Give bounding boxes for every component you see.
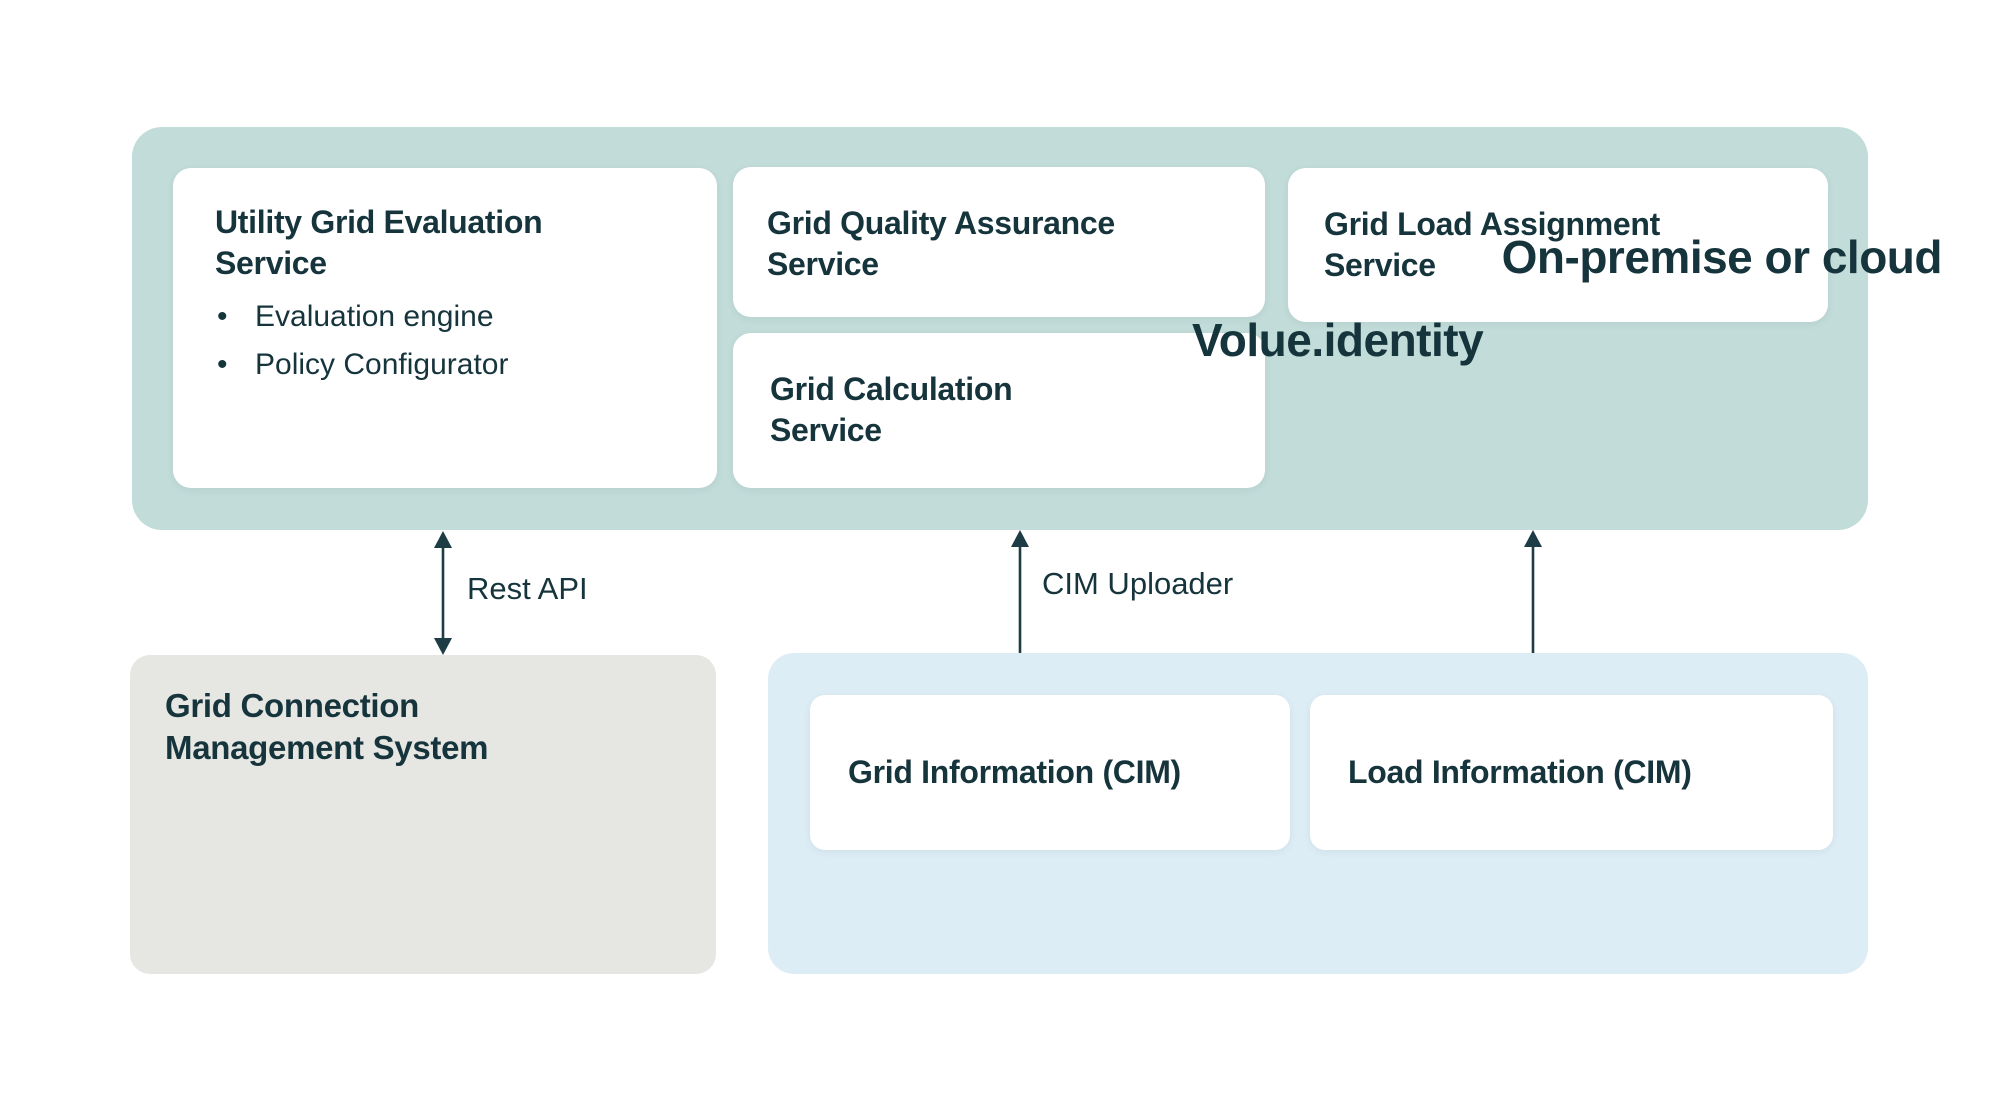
box-title-line: Management System	[165, 728, 489, 766]
card-title: Grid Calculation Service	[770, 369, 1235, 450]
card-title-line: Service	[1324, 246, 1436, 283]
card-title: Grid Information (CIM)	[848, 754, 1181, 791]
rest-api-arrow	[434, 531, 452, 655]
card-grid-quality-assurance-service: Grid Quality Assurance Service	[733, 167, 1265, 317]
card-title-line: Grid Quality Assurance	[767, 205, 1115, 241]
card-title-line: Grid Load Assignment	[1324, 206, 1660, 242]
card-grid-load-assignment-service: Grid Load Assignment Service	[1288, 168, 1828, 322]
feature-list: Evaluation engine Policy Configurator	[215, 293, 687, 388]
card-load-information-cim: Load Information (CIM)	[1310, 695, 1833, 850]
onprem-label: On-premise or cloud	[1501, 231, 1943, 283]
feature-item: Policy Configurator	[215, 341, 687, 389]
card-title-line: Grid Calculation	[770, 371, 1013, 407]
rest-api-label: Rest API	[467, 571, 588, 606]
card-title-line: Service	[215, 244, 327, 281]
card-grid-information-cim: Grid Information (CIM)	[810, 695, 1290, 850]
card-title-line: Utility Grid Evaluation	[215, 204, 543, 240]
card-title: Grid Load Assignment Service	[1324, 204, 1798, 285]
platform-label: Volue.identity	[1192, 314, 1484, 366]
box-title-line: Grid Connection	[165, 687, 419, 724]
box-grid-connection-management-system: Grid Connection Management System	[130, 655, 716, 974]
box-title: Grid Connection Management System	[165, 685, 676, 769]
feature-item: Evaluation engine	[215, 293, 687, 341]
onprem-container: Grid Information (CIM) Load Information …	[768, 653, 1868, 974]
card-title-line: Service	[767, 245, 879, 282]
card-title: Utility Grid Evaluation Service	[215, 202, 687, 283]
card-grid-calculation-service: Grid Calculation Service	[733, 333, 1265, 488]
card-utility-grid-evaluation-service: Utility Grid Evaluation Service Evaluati…	[173, 168, 717, 488]
platform-container: Utility Grid Evaluation Service Evaluati…	[132, 127, 1868, 530]
card-title-line: Service	[770, 411, 882, 448]
cim-uploader-label: CIM Uploader	[1042, 566, 1234, 601]
card-title: Load Information (CIM)	[1348, 754, 1692, 791]
card-title: Grid Quality Assurance Service	[767, 203, 1235, 284]
